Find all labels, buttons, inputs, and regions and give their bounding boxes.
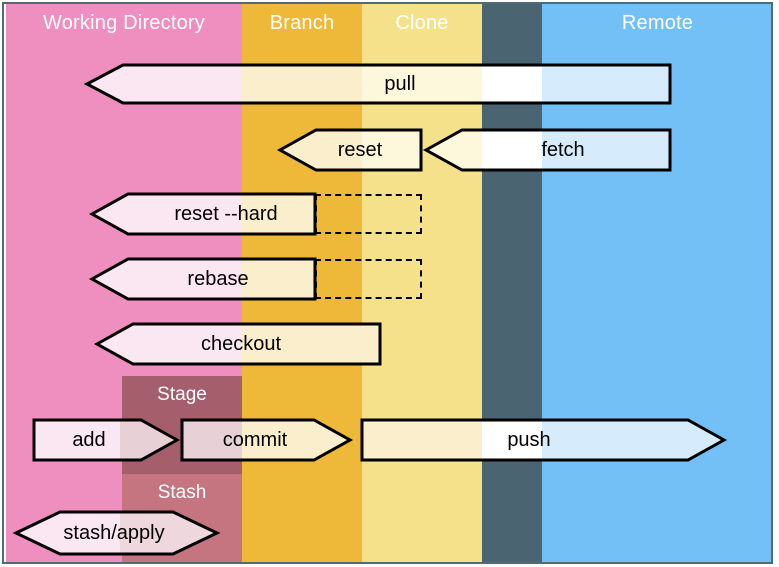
dashed-extent-rebase bbox=[315, 259, 422, 299]
arrow-stash-apply: stash/apply bbox=[12, 510, 221, 556]
column-label-clone: Clone bbox=[395, 12, 449, 34]
column-label-branch: Branch bbox=[269, 12, 335, 34]
arrow-reset-hard: reset --hard bbox=[88, 192, 317, 236]
arrow-commit: commit bbox=[180, 418, 354, 462]
arrow-push: push bbox=[360, 418, 728, 462]
dashed-extent-reset-hard bbox=[315, 194, 422, 234]
band-label-stash: Stash bbox=[157, 482, 207, 503]
arrow-rebase: rebase bbox=[88, 257, 317, 301]
band-label-stage: Stage bbox=[157, 384, 207, 405]
arrow-add: add bbox=[32, 418, 181, 462]
arrow-reset: reset bbox=[276, 128, 423, 172]
arrow-fetch: fetch bbox=[422, 128, 672, 172]
arrow-checkout: checkout bbox=[93, 322, 382, 366]
arrow-pull: pull bbox=[83, 63, 672, 105]
column-label-remote: Remote bbox=[621, 12, 694, 34]
column-label-working: Working Directory bbox=[43, 12, 205, 34]
